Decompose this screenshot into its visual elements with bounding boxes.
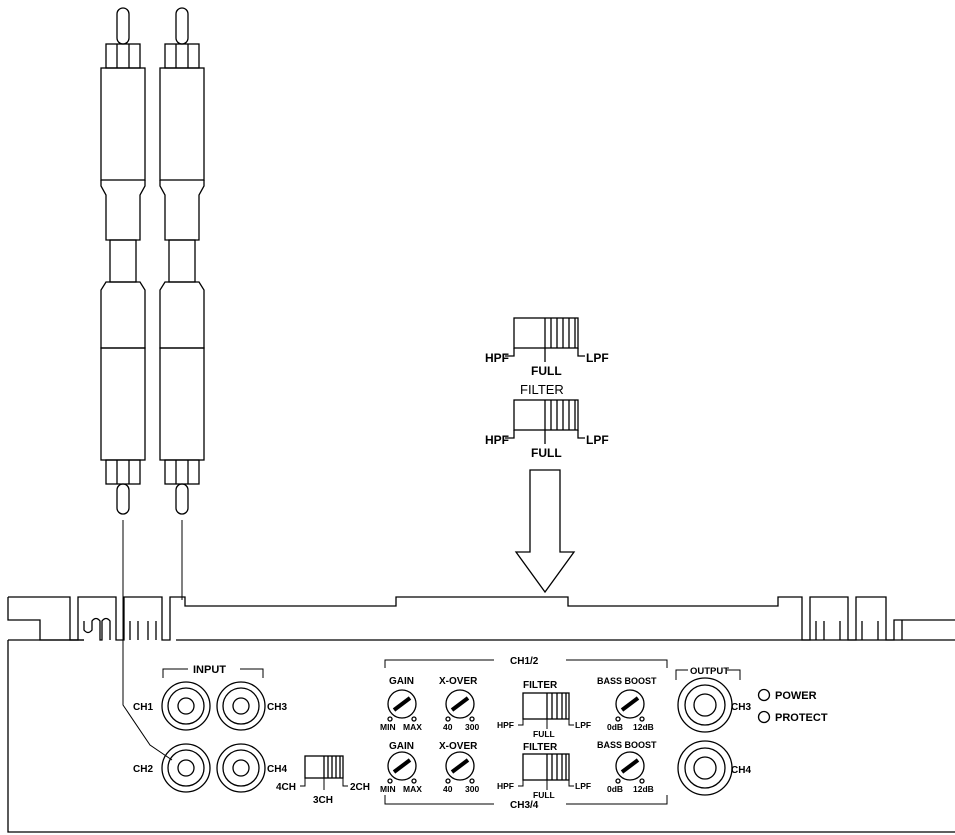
xover-knob-ch34[interactable]: [445, 751, 475, 784]
top-full-label-2: FULL: [531, 446, 562, 460]
bass-max-label-ch34: 12dB: [633, 784, 654, 794]
output-ch3-label: CH3: [731, 702, 751, 713]
input-ch1-label: CH1: [133, 702, 153, 713]
output-jack-ch3[interactable]: [677, 677, 733, 733]
filter-lpf-label-ch12: LPF: [575, 720, 591, 730]
bass-boost-knob-ch12[interactable]: [615, 689, 645, 722]
filter-switch-top-1[interactable]: [505, 317, 585, 362]
mode-4ch-label: 4CH: [276, 782, 296, 793]
filter-lpf-label-ch34: LPF: [575, 781, 591, 791]
filter-full-label-ch12: FULL: [533, 729, 555, 739]
input-ch3-label: CH3: [267, 702, 287, 713]
input-jack-ch4[interactable]: [216, 743, 266, 793]
gain-label-ch34: GAIN: [389, 741, 414, 752]
rca-cable-left[interactable]: [100, 7, 146, 515]
filter-switch-top-2[interactable]: [505, 399, 585, 444]
bass-min-label-ch34: 0dB: [607, 784, 623, 794]
filter-full-label-ch34: FULL: [533, 790, 555, 800]
amplifier-heatsink: [7, 596, 955, 833]
ch12-label: CH1/2: [510, 656, 539, 667]
top-filter-title: FILTER: [520, 382, 564, 397]
top-hpf-label-2: HPF: [485, 433, 509, 447]
filter-hpf-label-ch34: HPF: [497, 781, 514, 791]
bass-boost-knob-ch34[interactable]: [615, 751, 645, 784]
xover-knob-ch12[interactable]: [445, 689, 475, 722]
gain-knob-ch34[interactable]: [387, 751, 417, 784]
filter-switch-ch12[interactable]: [518, 692, 574, 729]
mode-2ch-label: 2CH: [350, 782, 370, 793]
mode-3ch-label: 3CH: [313, 795, 333, 806]
bass-max-label-ch12: 12dB: [633, 722, 654, 732]
filter-label-ch34: FILTER: [523, 742, 558, 753]
input-jack-ch1[interactable]: [161, 681, 211, 731]
input-ch2-label: CH2: [133, 764, 153, 775]
channel-mode-switch[interactable]: [300, 755, 348, 790]
ch34-label: CH3/4: [510, 800, 539, 811]
input-ch4-label: CH4: [267, 764, 287, 775]
filter-hpf-label-ch12: HPF: [497, 720, 514, 730]
filter-label-ch12: FILTER: [523, 680, 558, 691]
gain-knob-ch12[interactable]: [387, 689, 417, 722]
bass-min-label-ch12: 0dB: [607, 722, 623, 732]
power-label: POWER: [775, 690, 817, 702]
top-lpf-label-1: LPF: [586, 351, 609, 365]
xover-min-label-ch34: 40: [443, 784, 453, 794]
down-arrow-icon: [514, 469, 576, 594]
top-full-label-1: FULL: [531, 364, 562, 378]
input-jack-ch2[interactable]: [161, 743, 211, 793]
filter-switch-ch34[interactable]: [518, 753, 574, 790]
protect-led: [757, 710, 771, 724]
xover-label-ch34: X-OVER: [439, 741, 478, 752]
output-ch4-label: CH4: [731, 765, 751, 776]
xover-label-ch12: X-OVER: [439, 676, 478, 687]
xover-min-label-ch12: 40: [443, 722, 453, 732]
bass-boost-label-ch34: BASS BOOST: [597, 740, 657, 750]
leader-line-ch2: [122, 520, 173, 761]
input-label: INPUT: [193, 664, 226, 676]
top-hpf-label-1: HPF: [485, 351, 509, 365]
input-jack-ch3[interactable]: [216, 681, 266, 731]
gain-min-label-ch34: MIN: [380, 784, 396, 794]
rca-cable-right[interactable]: [159, 7, 205, 515]
gain-max-label-ch12: MAX: [403, 722, 422, 732]
bass-boost-label-ch12: BASS BOOST: [597, 676, 657, 686]
protect-label: PROTECT: [775, 712, 828, 724]
output-jack-ch4[interactable]: [677, 740, 733, 796]
xover-max-label-ch12: 300: [465, 722, 479, 732]
gain-min-label-ch12: MIN: [380, 722, 396, 732]
power-led: [757, 688, 771, 702]
gain-label-ch12: GAIN: [389, 676, 414, 687]
gain-max-label-ch34: MAX: [403, 784, 422, 794]
top-lpf-label-2: LPF: [586, 433, 609, 447]
xover-max-label-ch34: 300: [465, 784, 479, 794]
output-label: OUTPUT: [690, 666, 729, 677]
